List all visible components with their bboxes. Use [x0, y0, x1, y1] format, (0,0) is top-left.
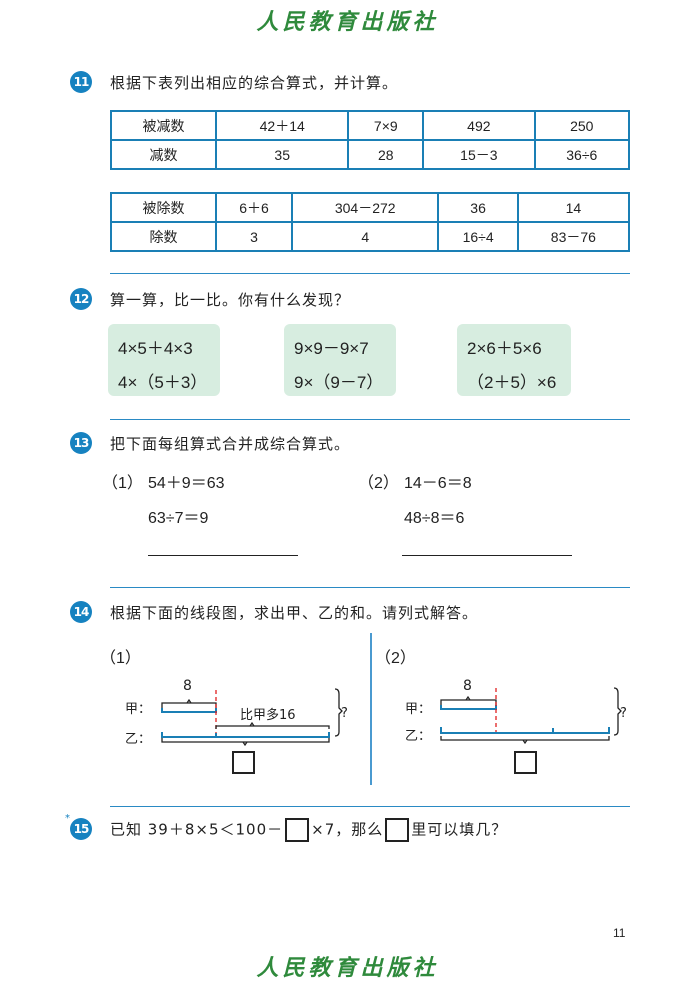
table-cell: 83－76 [516, 221, 631, 252]
table-cell: 492 [422, 110, 536, 141]
part-label: （2） [375, 650, 416, 667]
divider [110, 273, 630, 274]
table-cell: 250 [533, 110, 631, 141]
table-cell: 7×9 [347, 110, 425, 141]
expression: 4×（5＋3） [118, 373, 208, 392]
expression: 4×5＋4×3 [118, 339, 193, 358]
blank-box[interactable] [385, 818, 410, 842]
question-text: 已知 39＋8×5＜100－ ×7，那么 里可以填几？ [110, 818, 507, 842]
table-cell: 除数 [110, 221, 217, 252]
table-cell: 304－272 [290, 192, 440, 223]
blank-box[interactable] [285, 818, 310, 842]
text-part: ×7，那么 [311, 820, 384, 839]
table-cell: 14 [516, 192, 631, 223]
difference-label: 比甲多16 [240, 708, 296, 723]
table-cell: 35 [214, 139, 350, 170]
table-cell: 减数 [110, 139, 217, 170]
question-number: 11 [70, 71, 92, 93]
text-part: 已知 39＋8×5＜100－ [110, 820, 284, 839]
expression-box: 2×6＋5×6 （2＋5）×6 [457, 324, 571, 396]
table-cell: 被减数 [110, 110, 217, 141]
equation: 63÷7＝9 [148, 510, 209, 527]
table-cell: 42＋14 [214, 110, 350, 141]
question-number: 13 [70, 432, 92, 454]
expression: 9×（9－7） [294, 373, 384, 392]
expression: 9×9－9×7 [294, 339, 369, 358]
table-cell: 15－3 [422, 139, 536, 170]
segment-value: 8 [463, 678, 472, 694]
label-yi: 乙： [405, 729, 432, 744]
equation: 54＋9＝63 [148, 475, 225, 492]
expression: 2×6＋5×6 [467, 339, 542, 358]
question-text: 算一算，比一比。你有什么发现？ [110, 291, 351, 309]
label-jia: 甲： [405, 702, 432, 717]
optional-star: * [65, 813, 70, 824]
table-cell: 4 [290, 221, 440, 252]
question-text: 根据下面的线段图，求出甲、乙的和。请列式解答。 [110, 604, 479, 622]
part-label: （2） [358, 475, 399, 492]
table-cell: 36÷6 [533, 139, 631, 170]
part-label: （1） [102, 475, 143, 492]
divider [110, 806, 630, 807]
publisher-logo: 人民教育出版社 [256, 955, 439, 981]
expression: （2＋5）×6 [467, 373, 557, 392]
question-number: 14 [70, 601, 92, 623]
part-label: （1） [100, 650, 141, 667]
answer-line[interactable] [402, 555, 572, 556]
table-cell: 6＋6 [215, 192, 293, 223]
question-mark: ? [620, 706, 627, 721]
label-yi: 乙： [125, 732, 152, 747]
equation: 48÷8＝6 [404, 510, 465, 527]
question-mark: ? [341, 706, 348, 721]
equation: 14－6＝8 [404, 475, 472, 492]
expression-box: 4×5＋4×3 4×（5＋3） [108, 324, 220, 396]
label-jia: 甲： [125, 702, 152, 717]
table-cell: 28 [347, 139, 425, 170]
question-text: 根据下表列出相应的综合算式，并计算。 [110, 74, 399, 92]
table-cell: 3 [215, 221, 293, 252]
divider [110, 587, 630, 588]
table-cell: 36 [437, 192, 519, 223]
table-cell: 16÷4 [437, 221, 519, 252]
expression-box: 9×9－9×7 9×（9－7） [284, 324, 396, 396]
table-cell: 被除数 [110, 192, 217, 223]
text-part: 里可以填几？ [411, 820, 508, 839]
publisher-logo: 人民教育出版社 [256, 9, 439, 35]
question-text: 把下面每组算式合并成综合算式。 [110, 435, 351, 453]
answer-line[interactable] [148, 555, 298, 556]
page-number: 11 [613, 926, 626, 940]
question-number: 15 [70, 818, 92, 840]
divider [110, 419, 630, 420]
column-divider [370, 633, 372, 785]
segment-value: 8 [183, 678, 192, 694]
question-number: 12 [70, 288, 92, 310]
